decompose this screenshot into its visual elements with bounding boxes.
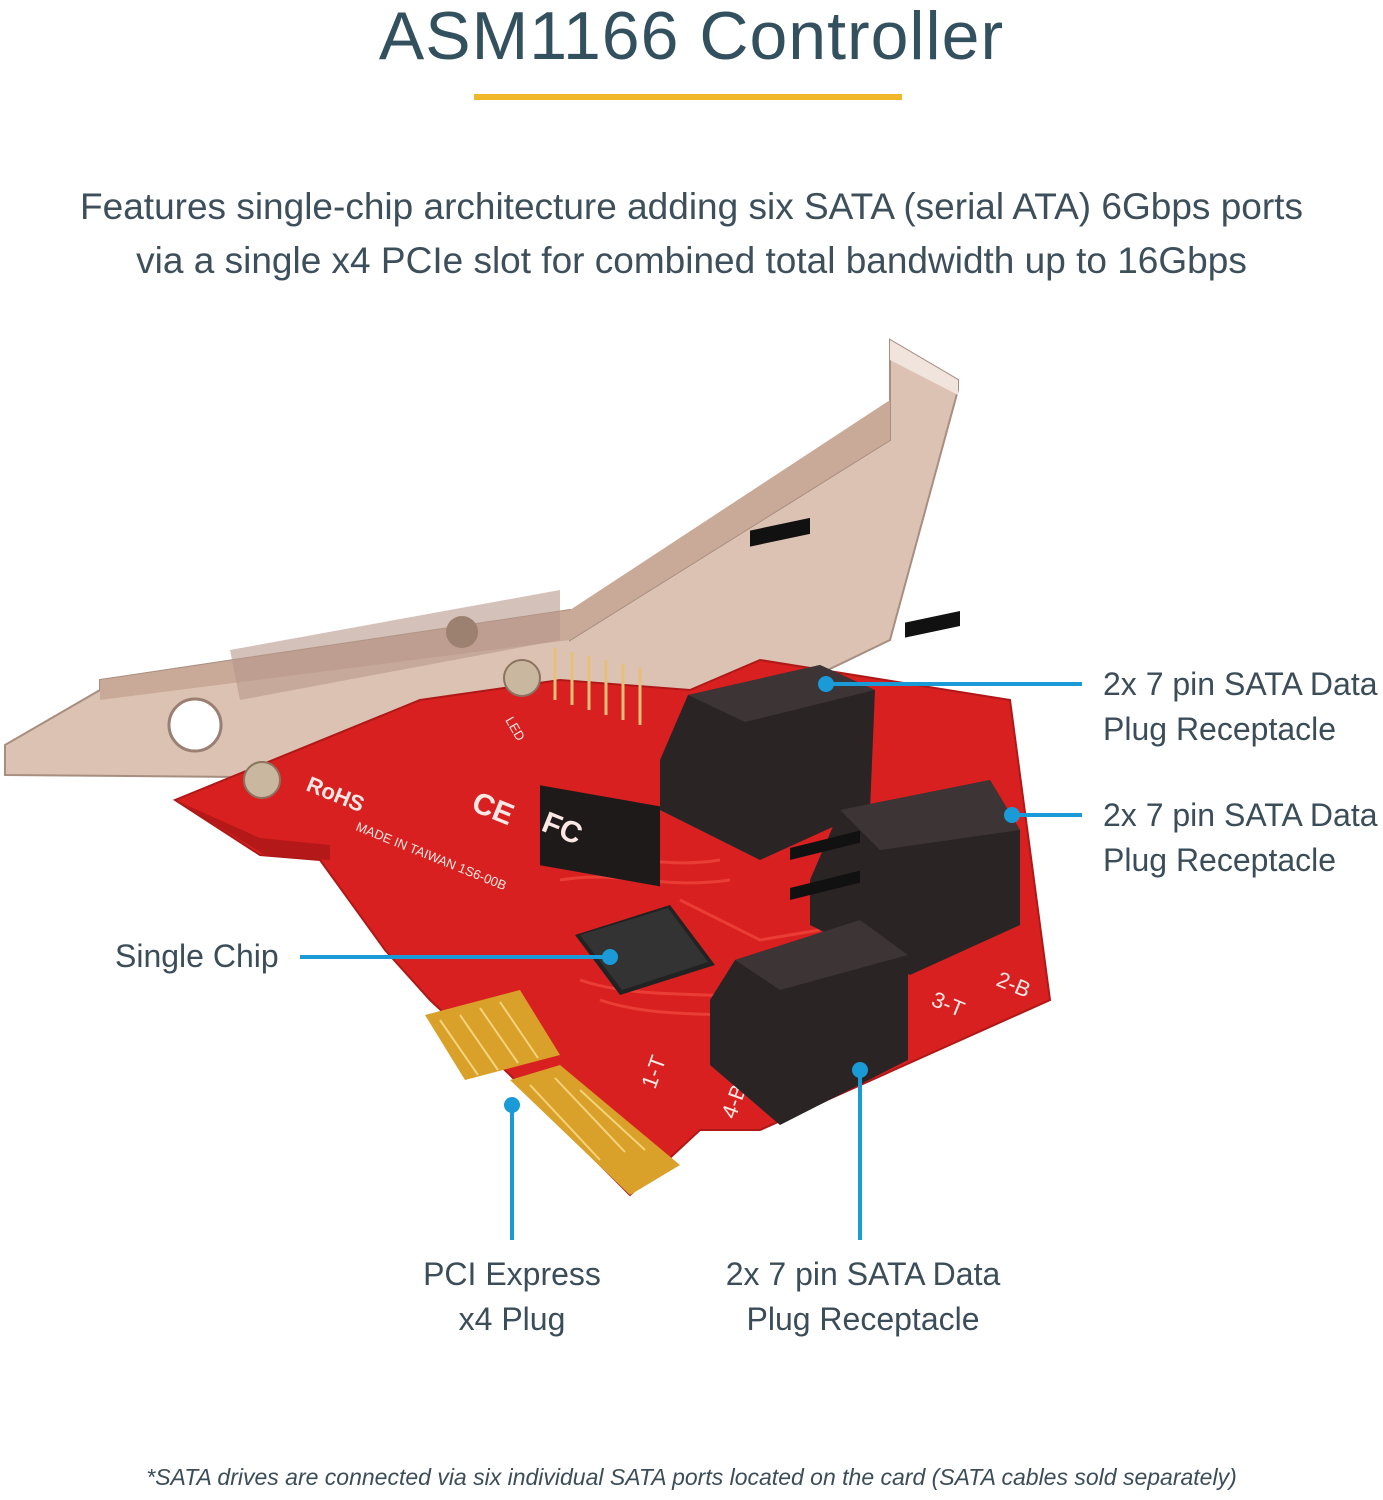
callout-sata-middle-line-1: 2x 7 pin SATA Data [1103, 797, 1378, 833]
callout-pcie-plug: PCI Express x4 Plug [392, 1252, 632, 1342]
callout-dot-icon [1004, 807, 1020, 823]
callout-dot-icon [504, 1097, 520, 1113]
callout-sata-top-line-1: 2x 7 pin SATA Data [1103, 666, 1378, 702]
callout-dot-icon [852, 1062, 868, 1078]
callout-sata-middle: 2x 7 pin SATA Data Plug Receptacle [1103, 793, 1378, 883]
page-title: ASM1166 Controller [378, 0, 1005, 74]
callout-sata-bottom-line-2: Plug Receptacle [746, 1301, 980, 1337]
pin-header [540, 648, 660, 887]
mounting-bracket [4, 338, 959, 782]
callout-pcie-line-2: x4 Plug [458, 1301, 566, 1337]
callout-sata-bottom-line-1: 2x 7 pin SATA Data [725, 1256, 1001, 1292]
subtitle: Features single-chip architecture adding… [0, 180, 1383, 288]
footnote: *SATA drives are connected via six indiv… [146, 1464, 1237, 1490]
callout-dot-icon [818, 676, 834, 692]
controller-chip [575, 905, 715, 995]
callout-sata-top: 2x 7 pin SATA Data Plug Receptacle [1103, 662, 1378, 752]
callout-pcie-line-1: PCI Express [423, 1256, 601, 1292]
screw-icon [503, 659, 541, 697]
pcie-gold-contacts [425, 990, 680, 1195]
title-accent-bar [474, 94, 902, 100]
callout-single-chip: Single Chip [115, 938, 279, 974]
bracket-screw-icon [446, 616, 478, 648]
callout-sata-top-line-2: Plug Receptacle [1103, 711, 1337, 747]
bracket-hole-icon [167, 697, 223, 753]
screw-icon [243, 761, 281, 799]
subtitle-line-2: via a single x4 PCIe slot for combined t… [136, 240, 1247, 281]
callout-sata-bottom: 2x 7 pin SATA Data Plug Receptacle [700, 1252, 1026, 1342]
callout-dot-icon [602, 949, 618, 965]
subtitle-line-1: Features single-chip architecture adding… [80, 186, 1303, 227]
callout-sata-middle-line-2: Plug Receptacle [1103, 842, 1337, 878]
